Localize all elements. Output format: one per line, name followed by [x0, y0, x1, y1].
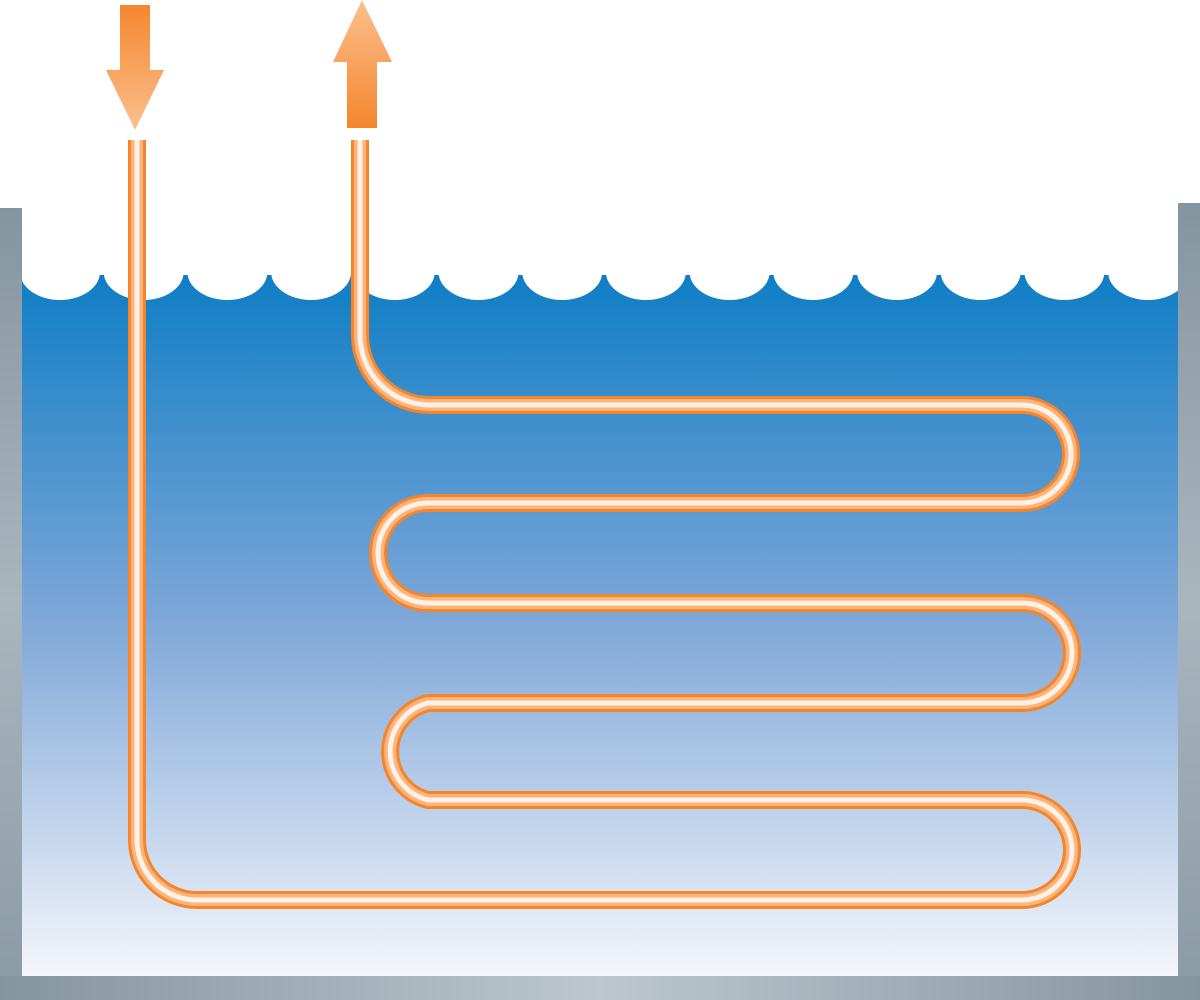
wave-crest: [271, 244, 352, 300]
water-surface-waves: [20, 200, 1189, 300]
outlet-arrow-up-icon: [333, 0, 392, 128]
wave-crest: [20, 244, 100, 300]
wave-crest: [605, 244, 686, 300]
wave-crest: [187, 244, 268, 300]
wave-crest: [1108, 244, 1189, 300]
wave-crest: [1024, 244, 1105, 300]
wave-crest: [857, 244, 937, 300]
wave-crest: [354, 244, 435, 300]
wave-crest: [438, 244, 519, 300]
wave-crest: [940, 244, 1021, 300]
inlet-arrow-down-icon: [106, 5, 164, 130]
tank-right-wall: [1178, 203, 1200, 1000]
tank-left-wall: [0, 208, 22, 1000]
wave-crest: [773, 244, 854, 300]
tank-floor: [0, 976, 1200, 1000]
wave-crest: [689, 244, 770, 300]
coil-pipe: [128, 140, 1081, 909]
water-body: [22, 260, 1178, 976]
wave-crest: [522, 244, 603, 300]
